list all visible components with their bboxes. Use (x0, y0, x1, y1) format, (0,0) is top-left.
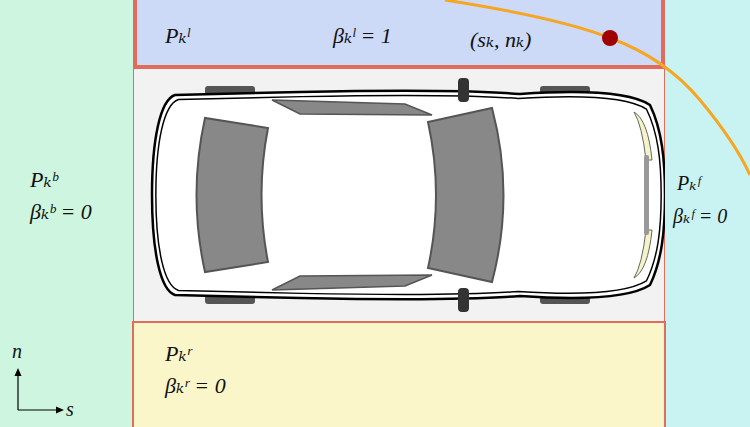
arrowhead (56, 407, 64, 414)
rear-window (197, 118, 269, 272)
right-region: Pₖʳ βₖʳ = 0 (133, 322, 665, 427)
side-window (272, 100, 432, 115)
side-window (272, 275, 432, 290)
highlight-outline (135, 0, 663, 67)
car-body (152, 91, 665, 300)
flag-value: βₖʳ = 0 (165, 374, 226, 398)
front-region: Pₖᶠ βₖᶠ = 0 (665, 0, 750, 427)
state-label: (sₖ, nₖ) (470, 28, 531, 52)
region-name: Pₖᶠ (677, 172, 700, 194)
state-dot (602, 30, 618, 46)
car-body-inner (156, 95, 661, 294)
flag-value: βₖᶠ = 0 (673, 205, 727, 227)
windshield (428, 108, 504, 282)
flag-value: βₖˡ = 1 (333, 24, 392, 48)
axis-label: s (66, 398, 74, 420)
region-name: Pₖᵇ (30, 168, 57, 192)
headlight (634, 230, 652, 278)
back-region: Pₖᵇ βₖᵇ = 0 (0, 0, 133, 427)
grille (644, 155, 649, 235)
arrowhead (15, 368, 22, 376)
axis-label: n (12, 340, 22, 362)
region-name: Pₖˡ (165, 24, 189, 48)
axis-n (17, 374, 18, 410)
trajectory (445, 0, 750, 175)
center-area (133, 67, 665, 322)
flag-value: βₖᵇ = 0 (30, 200, 92, 224)
axis-s (18, 409, 58, 410)
headlight (634, 112, 652, 160)
left-region: Pₖˡ βₖˡ = 1 (133, 0, 665, 67)
region-outline (133, 322, 665, 427)
region-name: Pₖʳ (165, 342, 191, 366)
mirror (458, 288, 469, 312)
mirror (458, 78, 469, 102)
